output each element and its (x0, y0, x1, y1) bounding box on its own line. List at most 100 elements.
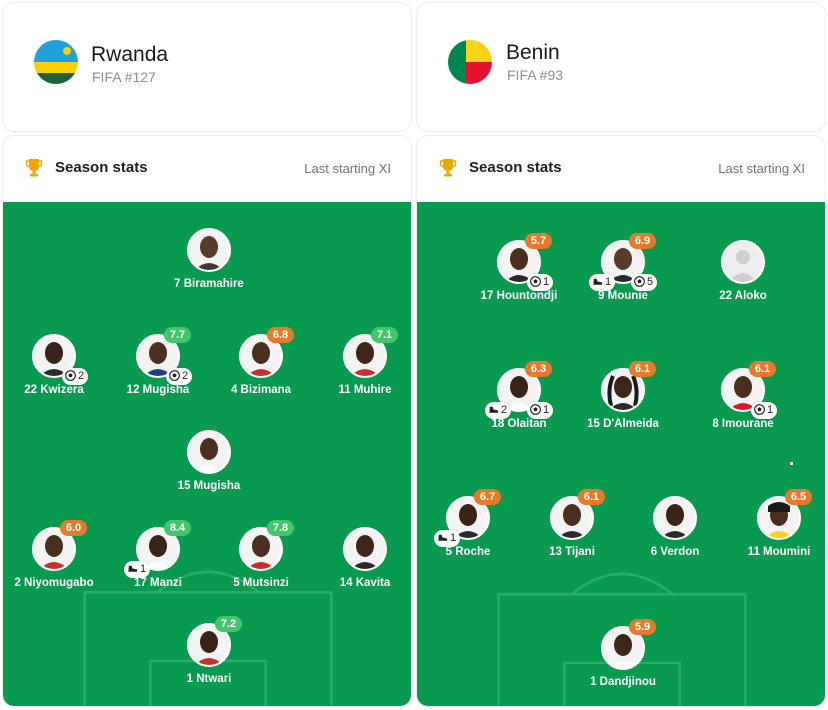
season-stats-card: Season stats Last starting XI 5.7 1 17 H… (416, 135, 826, 707)
football-icon (169, 370, 180, 381)
player-avatar (343, 334, 387, 378)
player-card[interactable]: 6.1 15 D'Almeida (573, 361, 673, 432)
football-icon (65, 370, 76, 381)
player-card[interactable]: 6.8 4 Bizimana (211, 327, 311, 398)
player-name: 22 Aloko (719, 290, 767, 302)
player-name: 17 Manzi (134, 577, 182, 589)
player-card[interactable]: 7.2 1 Ntwari (159, 616, 259, 687)
rwanda-flag-icon (34, 40, 78, 84)
player-card[interactable]: 6.0 2 Niyomugabo (4, 520, 104, 591)
football-icon (754, 404, 765, 415)
player-avatar (187, 228, 231, 272)
goals-count: 1 (543, 276, 550, 288)
team-panel-benin: Benin FIFA #93 Season stats Last startin… (414, 0, 828, 710)
player-avatar-placeholder (721, 240, 765, 284)
player-card[interactable]: 6.9 1 5 9 Mounie (573, 233, 673, 304)
rating-badge: 6.3 (525, 361, 552, 377)
rating-badge: 6.7 (474, 489, 501, 505)
player-name: 14 Kavita (339, 577, 391, 589)
player-card[interactable]: 6.7 1 5 Roche (418, 489, 518, 560)
boot-icon (128, 565, 138, 572)
rating-badge: 7.7 (164, 327, 191, 343)
boot-icon (489, 406, 499, 413)
assists-badge: 1 (589, 274, 616, 291)
football-icon (530, 276, 541, 287)
player-card[interactable]: 6.1 13 Tijani (522, 489, 622, 560)
player-card[interactable]: 6.1 1 8 Imourane (693, 361, 793, 432)
rating-badge: 6.0 (60, 520, 87, 536)
player-avatar (653, 496, 697, 540)
goals-badge: 1 (527, 402, 554, 419)
rating-badge: 6.8 (267, 327, 294, 343)
player-name: 2 Niyomugabo (14, 577, 94, 589)
rating-badge: 5.9 (629, 619, 656, 635)
player-name: 5 Mutsinzi (233, 577, 289, 589)
player-name: 22 Kwizera (24, 384, 84, 396)
goals-badge: 5 (631, 274, 658, 291)
player-name: 8 Imourane (712, 418, 774, 430)
player-name: 15 D'Almeida (587, 418, 659, 430)
player-card[interactable]: 22 Aloko (693, 240, 793, 304)
player-name: 1 Dandjinou (590, 676, 656, 688)
pitch-dot (790, 462, 793, 465)
rating-badge: 6.9 (629, 233, 656, 249)
player-name: 9 Mounie (598, 290, 648, 302)
player-card[interactable]: 5.7 1 17 Hountondji (469, 233, 569, 304)
player-avatar (187, 430, 231, 474)
boot-icon (593, 278, 603, 285)
goals-count: 1 (543, 404, 550, 416)
assists-badge: 2 (485, 402, 512, 419)
trophy-icon (439, 159, 457, 177)
rating-badge: 6.1 (578, 489, 605, 505)
goals-count: 5 (647, 276, 654, 288)
player-card[interactable]: 7 Biramahire (159, 228, 259, 292)
last-starting-xi-link[interactable]: Last starting XI (304, 161, 391, 176)
player-avatar (187, 623, 231, 667)
rating-badge: 7.1 (371, 327, 398, 343)
team-panel-rwanda: Rwanda FIFA #127 Season stats Last start… (2, 2, 412, 707)
player-card[interactable]: 6.5 11 Moumini (729, 489, 825, 560)
trophy-icon (25, 159, 43, 177)
assists-count: 1 (140, 563, 147, 575)
rating-badge: 6.1 (749, 361, 776, 377)
player-card[interactable]: 6 Verdon (625, 496, 725, 560)
fifa-rank: FIFA #93 (507, 67, 564, 83)
player-name: 15 Mugisha (177, 480, 241, 492)
player-name: 13 Tijani (549, 546, 595, 558)
goals-count: 1 (767, 404, 774, 416)
assists-count: 1 (450, 532, 457, 544)
stats-header[interactable]: Season stats Last starting XI (3, 136, 411, 202)
player-name: 4 Bizimana (230, 384, 292, 396)
player-card[interactable]: 15 Mugisha (159, 430, 259, 494)
player-card[interactable]: 7.1 11 Muhire (315, 327, 411, 398)
team-header: Rwanda FIFA #127 (2, 2, 412, 132)
player-card[interactable]: 7.7 2 12 Mugisha (108, 327, 208, 398)
player-avatar (757, 496, 801, 540)
player-name: 5 Roche (445, 546, 491, 558)
player-card[interactable]: 6.3 2 1 18 Olaitan (469, 361, 569, 432)
goals-badge: 1 (527, 274, 554, 291)
goals-badge: 2 (166, 368, 193, 385)
pitch: 7 Biramahire 2 22 Kwizera 7.7 2 12 Mugis… (3, 202, 411, 706)
goals-badge: 1 (751, 402, 778, 419)
team-name: Benin (506, 41, 560, 64)
stats-header[interactable]: Season stats Last starting XI (417, 136, 825, 202)
last-starting-xi-link[interactable]: Last starting XI (718, 161, 805, 176)
player-card[interactable]: 2 22 Kwizera (4, 334, 104, 398)
rating-badge: 7.2 (215, 616, 242, 632)
rating-badge: 6.5 (785, 489, 812, 505)
player-card[interactable]: 7.8 5 Mutsinzi (211, 520, 311, 591)
rating-badge: 5.7 (525, 233, 552, 249)
player-card[interactable]: 14 Kavita (315, 527, 411, 591)
player-avatar (239, 334, 283, 378)
goals-badge: 2 (62, 368, 89, 385)
player-name: 11 Muhire (338, 384, 392, 396)
assists-count: 2 (501, 404, 508, 416)
rating-badge: 6.1 (629, 361, 656, 377)
pitch: 5.7 1 17 Hountondji 6.9 1 5 9 Mounie 22 … (417, 202, 825, 706)
assists-badge: 1 (124, 561, 151, 578)
season-stats-title: Season stats (55, 159, 148, 176)
player-card[interactable]: 5.9 1 Dandjinou (573, 619, 673, 690)
player-card[interactable]: 8.4 1 17 Manzi (108, 520, 208, 591)
player-avatar (343, 527, 387, 571)
